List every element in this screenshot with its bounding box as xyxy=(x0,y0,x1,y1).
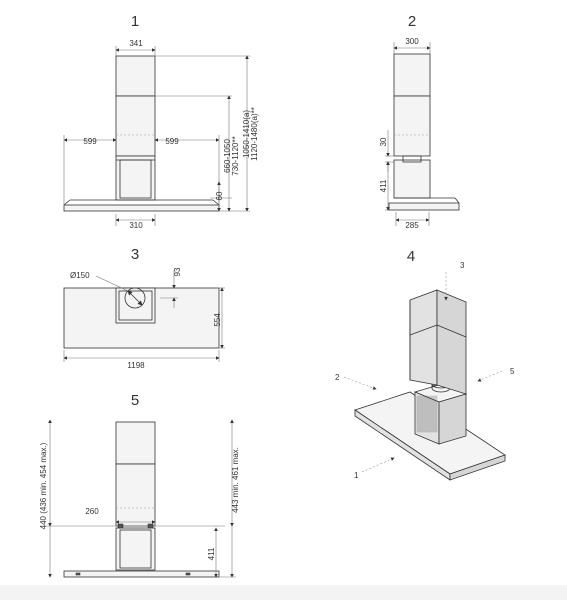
figure-5-number: 5 xyxy=(131,392,139,409)
dim-660-1050: 660-1050 xyxy=(223,139,232,173)
chimney-upper xyxy=(115,55,156,97)
figure-5: 5 260 440 (436 min. 454 max.) 443 min. 4… xyxy=(39,392,240,578)
bottom-band xyxy=(0,585,567,600)
dim-443: 443 min. 461 max. xyxy=(231,447,240,513)
motor-box xyxy=(115,155,156,201)
chimney-upper-side xyxy=(393,53,431,97)
f5-chimney-upper xyxy=(115,421,156,465)
dim-310: 310 xyxy=(129,221,143,230)
callout-1: 1 xyxy=(354,471,359,480)
dim-1120-1480: 1120-1480(a)** xyxy=(250,107,259,161)
figure-4-number: 4 xyxy=(407,248,415,265)
dim-411: 411 xyxy=(379,179,388,192)
figure-2-number: 2 xyxy=(408,13,416,30)
dim-285: 285 xyxy=(405,221,419,230)
figure-3-number: 3 xyxy=(131,246,139,263)
dim-93: 93 xyxy=(173,267,182,276)
callout-5: 5 xyxy=(510,367,515,376)
f5-canopy xyxy=(63,570,220,578)
dim-30: 30 xyxy=(379,137,388,146)
iso-chimney-left xyxy=(409,289,438,386)
dim-1198: 1198 xyxy=(127,361,145,370)
figure-4: 4 3 2 5 1 xyxy=(335,248,515,481)
f5-motor xyxy=(115,527,156,571)
canopy xyxy=(63,204,220,212)
callout-3: 3 xyxy=(460,261,465,270)
duct-circle xyxy=(124,287,146,309)
dim-730-1120: 730-1120** xyxy=(231,136,240,175)
dim-60: 60 xyxy=(215,191,224,200)
iso-chimney-right xyxy=(436,289,467,395)
dim-554: 554 xyxy=(213,313,222,327)
dim-440: 440 (436 min. 454 max.) xyxy=(39,442,48,529)
chimney-lower-side xyxy=(393,95,431,157)
figure-1-number: 1 xyxy=(131,13,139,30)
chimney-lower xyxy=(115,95,156,157)
figure-3: 3 Ø150 93 554 1198 xyxy=(63,246,225,370)
dim-599-right: 599 xyxy=(165,137,179,146)
motor-side xyxy=(393,159,431,199)
canopy-side xyxy=(388,202,460,211)
chimney-top-view xyxy=(115,287,156,324)
dim-260: 260 xyxy=(85,507,99,516)
dim-341: 341 xyxy=(129,39,143,48)
callout-2: 2 xyxy=(335,373,340,382)
dim-300: 300 xyxy=(405,37,419,46)
figure-2: 2 300 30 411 285 xyxy=(379,13,460,230)
dim-dia150: Ø150 xyxy=(70,271,90,280)
figure-1: 1 341 599 599 310 xyxy=(63,13,259,230)
dim-599-left: 599 xyxy=(83,137,97,146)
f5-chimney-lower xyxy=(115,463,156,527)
dim-1050-1410: 1050-1410(a) xyxy=(242,110,251,158)
dim-411-f5: 411 xyxy=(207,547,216,560)
